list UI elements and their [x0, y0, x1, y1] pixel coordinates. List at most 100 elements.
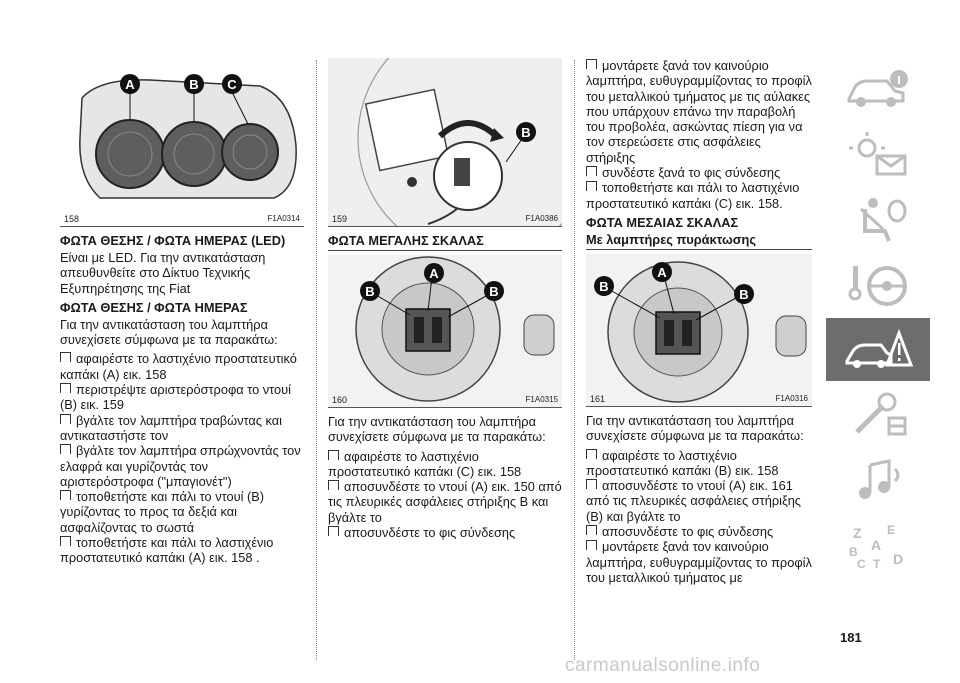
bullet-icon: [60, 536, 71, 547]
svg-text:B: B: [849, 545, 858, 559]
car-info-icon: [847, 69, 908, 107]
list-item: μοντάρετε ξανά τον καινούριο λαμπτήρα, ε…: [586, 58, 812, 165]
section-heading-position: ΦΩΤΑ ΘΕΣΗΣ / ΦΩΤΑ ΗΜΕΡΑΣ: [60, 299, 248, 315]
label-b-badge: B: [516, 122, 536, 142]
figure-caption: 161 F1A0316: [590, 394, 808, 404]
list-item: τοποθετήστε και πάλι το ντουί (B) γυρίζο…: [60, 489, 265, 535]
section-heading-low-beam: ΦΩΤΑ ΜΕΣΑΙΑΣ ΣΚΑΛΑΣ: [586, 214, 739, 230]
tab-car-info[interactable]: [826, 58, 930, 121]
list-item: συνδέστε ξανά το φις σύνδεσης: [586, 165, 812, 180]
figure-160: A B B 160 F1A0315: [328, 255, 562, 408]
label-b: B: [739, 287, 748, 302]
bullet-icon: [60, 413, 71, 424]
list-item: αποσυνδέστε το ντουί (A) εικ. 150 από τι…: [328, 479, 562, 525]
label-b: B: [521, 125, 530, 140]
tab-safety[interactable]: [826, 188, 930, 251]
svg-text:E: E: [887, 523, 895, 537]
bullet-icon: [60, 490, 71, 501]
page-number: 181: [840, 630, 862, 645]
maintenance-tools-icon: [855, 392, 907, 435]
column-divider: [316, 60, 317, 660]
multimedia-icon: [859, 458, 900, 499]
instruction-list: μοντάρετε ξανά τον καινούριο λαμπτήρα, ε…: [586, 58, 812, 211]
bullet-icon: [60, 444, 71, 455]
bullet-icon: [328, 526, 339, 537]
list-item: μοντάρετε ξανά τον καινούριο λαμπτήρα, ε…: [586, 539, 812, 585]
column-1: A B C 158 F1A0314 ΦΩΤΑ ΘΕΣΗΣ / ΦΩΤΑ ΗΜΕΡ…: [60, 58, 304, 570]
bulb-socket-illustration: B: [328, 58, 562, 226]
svg-text:T: T: [873, 557, 881, 570]
svg-text:A: A: [871, 537, 881, 553]
bullet-icon: [60, 352, 71, 363]
bullet-icon: [586, 540, 597, 551]
label-a-badge: A: [652, 261, 672, 282]
list-item: βγάλτε τον λαμπτήρα σπρώχνοντάς τον ελαφ…: [60, 443, 301, 489]
tab-multimedia[interactable]: [826, 448, 930, 511]
svg-text:Z: Z: [853, 525, 862, 541]
bullet-icon: [328, 480, 339, 491]
label-b-right-badge: B: [484, 281, 504, 301]
label-a: A: [429, 266, 439, 281]
figure-caption: 159 F1A0386: [332, 214, 558, 224]
figure-code: F1A0316: [775, 393, 808, 403]
figure-number: 161: [590, 393, 606, 404]
label-a-badge: A: [424, 263, 444, 283]
label-a-badge: A: [120, 74, 140, 94]
figure-158: A B C 158 F1A0314: [60, 58, 304, 227]
label-a: A: [657, 265, 667, 280]
bullet-icon: [60, 383, 71, 394]
list-item: αποσυνδέστε το ντουί (A) εικ. 161 από τι…: [586, 478, 801, 524]
list-item: τοποθετήστε και πάλι το λαστιχένιο προστ…: [60, 535, 274, 566]
subsection-heading-incandescent: Με λαμπτήρες πυράκτωσης: [586, 231, 757, 247]
instruction-list: αφαιρέστε το λαστιχένιο προστατευτικό κα…: [586, 448, 812, 586]
list-item: τοποθετήστε και πάλι το λαστιχένιο προστ…: [586, 180, 800, 211]
list-item: αφαιρέστε το λαστιχένιο προστατευτικό κα…: [328, 448, 522, 479]
tab-starting-driving[interactable]: [826, 253, 930, 316]
bullet-icon: [586, 448, 597, 459]
label-c-badge: C: [222, 74, 242, 94]
bullet-icon: [586, 181, 597, 192]
tab-warning-lights[interactable]: [826, 123, 930, 186]
watermark: carmanualsonline.info: [565, 655, 761, 676]
airbag-seat-icon: [859, 197, 907, 242]
column-3: μοντάρετε ξανά τον καινούριο λαμπτήρα, ε…: [586, 58, 812, 589]
bullet-icon: [328, 449, 339, 460]
figure-number: 160: [332, 395, 348, 405]
tab-maintenance[interactable]: [826, 383, 930, 446]
svg-text:D: D: [893, 551, 903, 567]
paragraph: Για την αντικατάσταση του λαμπτήρα συνεχ…: [586, 412, 804, 444]
figure-caption: 158 F1A0314: [64, 214, 300, 224]
column-2: B 159 F1A0386 ΦΩΤΑ ΜΕΓΑΛΗΣ ΣΚΑΛΑΣ A: [328, 58, 562, 544]
paragraph: Για την αντικατάσταση του λαμπτήρα συνεχ…: [328, 414, 546, 445]
label-a: A: [125, 77, 135, 92]
label-b: B: [489, 284, 498, 299]
column-divider: [574, 60, 575, 660]
instruction-list: αφαιρέστε το λαστιχένιο προστατευτικό κα…: [60, 351, 304, 565]
figure-number: 159: [332, 214, 348, 224]
bullet-icon: [586, 525, 597, 536]
label-b-left-badge: B: [360, 281, 380, 301]
section-heading-high-beam: ΦΩΤΑ ΜΕΓΑΛΗΣ ΣΚΑΛΑΣ: [328, 233, 484, 248]
figure-caption: 160 F1A0315: [332, 395, 558, 405]
paragraph: Είναι με LED. Για την αντικατάσταση απευ…: [60, 250, 266, 296]
label-b-badge: B: [184, 74, 204, 94]
bullet-icon: [586, 59, 597, 69]
breakdown-icon: [845, 328, 913, 368]
index-letters-icon: Z E A B C T D: [849, 523, 903, 570]
label-b-right-badge: B: [734, 283, 754, 304]
bullet-icon: [586, 166, 597, 177]
warning-lights-icon: [849, 131, 907, 175]
figure-code: F1A0386: [525, 214, 558, 223]
figure-number: 158: [64, 214, 80, 224]
tab-emergency[interactable]: [826, 318, 930, 381]
steering-wheel-icon: [848, 265, 907, 306]
high-beam-socket-illustration: A B B: [328, 255, 562, 407]
label-b: B: [189, 77, 198, 92]
list-item: περιστρέψτε αριστερόστροφα το ντουί (B) …: [60, 382, 291, 413]
headlamp-rear-illustration: A B C: [79, 74, 297, 199]
tab-index[interactable]: Z E A B C T D: [826, 513, 930, 576]
list-item: αφαιρέστε το λαστιχένιο προστατευτικό κα…: [586, 447, 779, 478]
label-b: B: [365, 284, 374, 299]
svg-text:C: C: [857, 557, 866, 570]
label-b-left-badge: B: [594, 275, 614, 296]
